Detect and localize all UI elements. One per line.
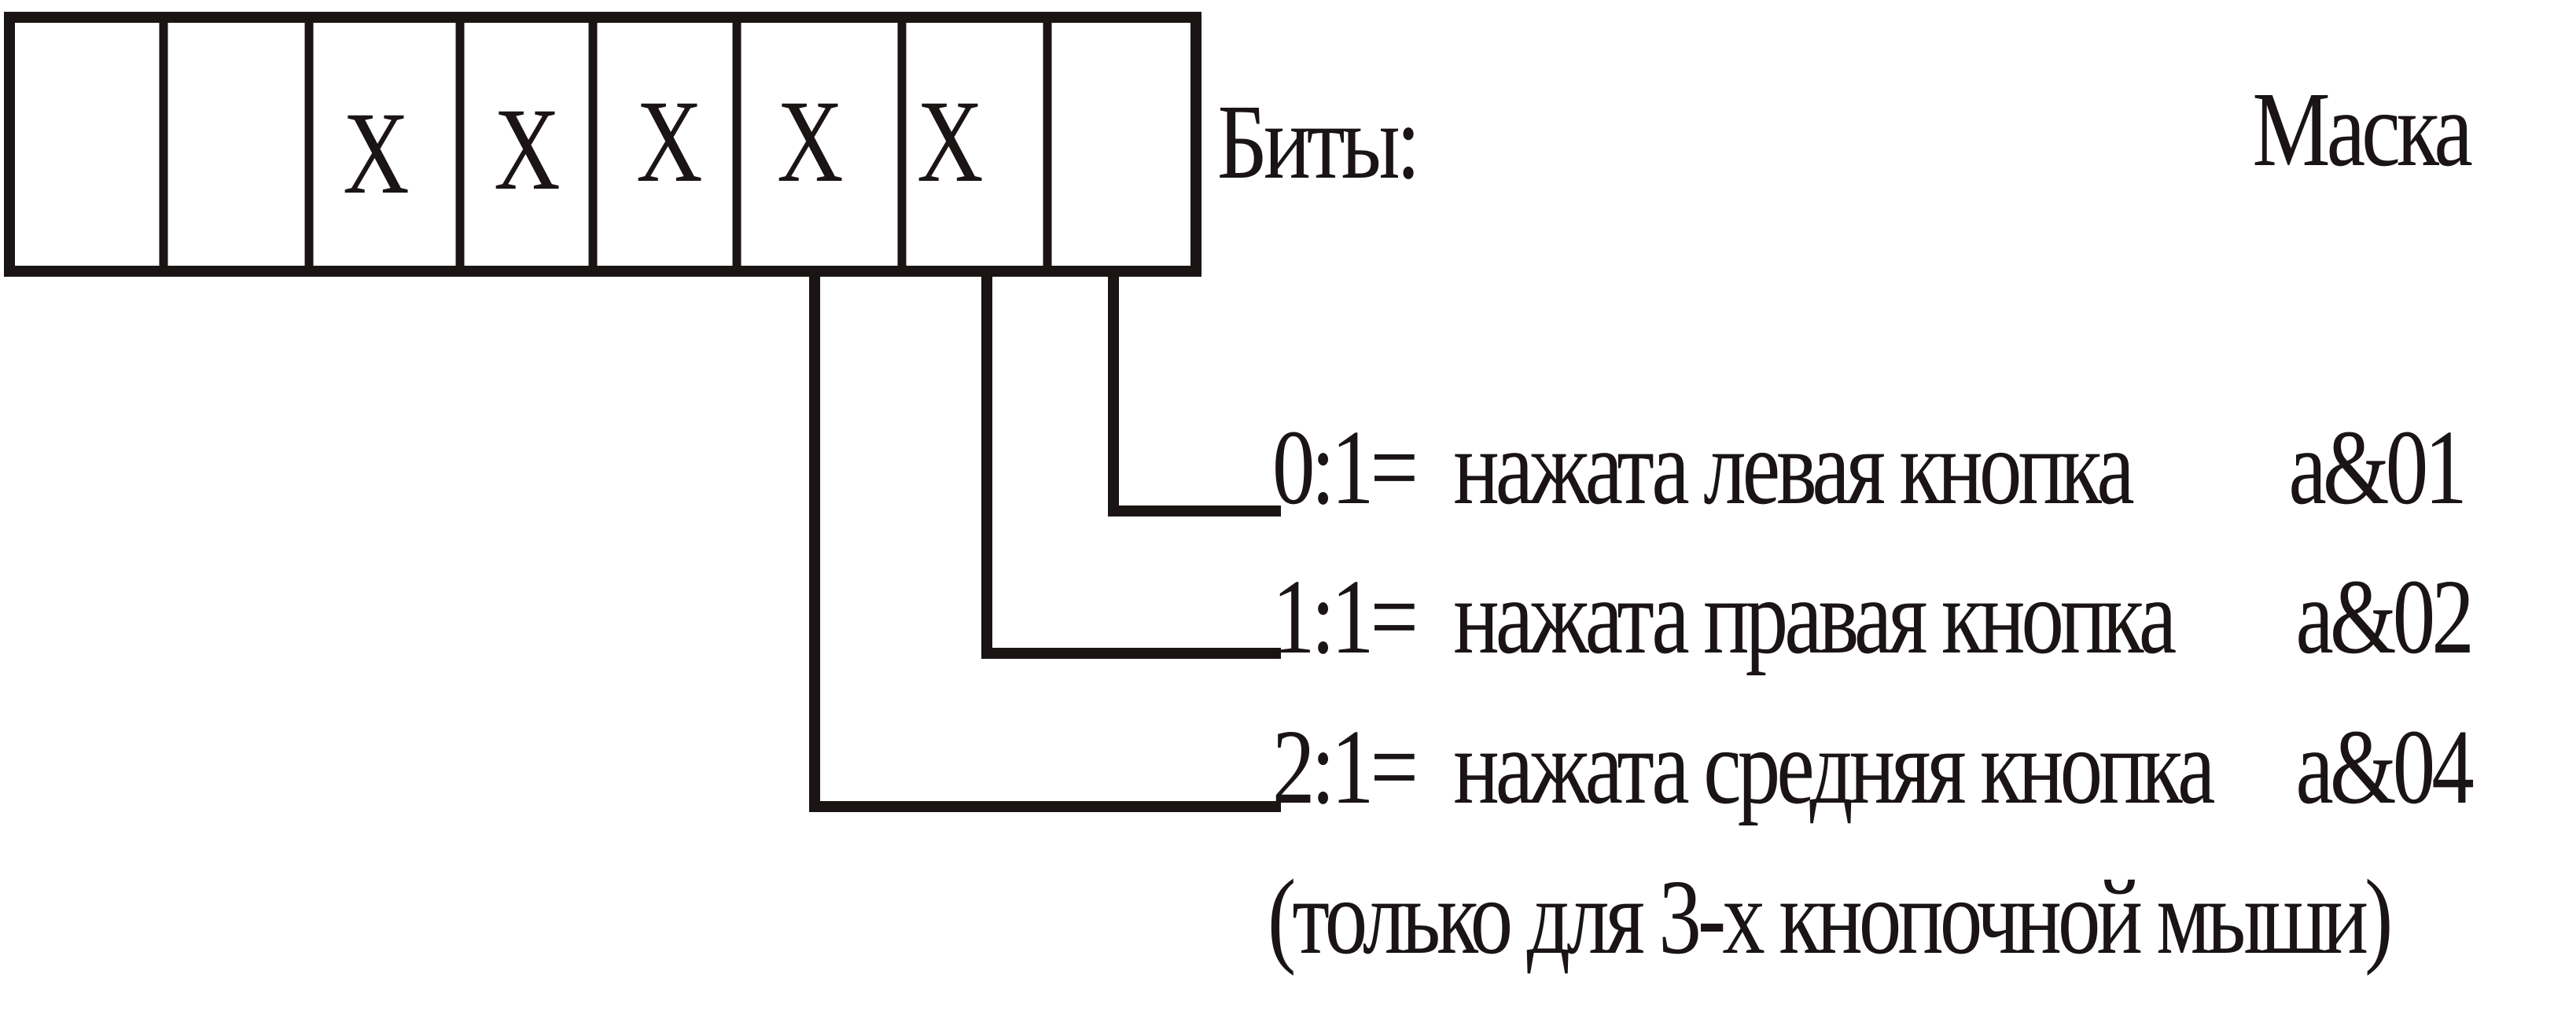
bit-register (4, 12, 1202, 277)
mask-header: Маска (2252, 70, 2471, 189)
bit-cell-6: X (494, 84, 560, 215)
bit-cell-4: X (777, 76, 843, 207)
legend-row-1: 1:1= нажата правая кнопка (1272, 557, 2180, 676)
leader-line-bit-1 (981, 271, 1281, 659)
legend-description-1: нажата правая кнопка (1453, 557, 2175, 676)
legend-mask-2: a&04 (2295, 708, 2473, 826)
register-frame (4, 12, 1202, 277)
bit-cells: X X X X X (343, 76, 983, 219)
bit-cell-7: X (343, 88, 409, 219)
legend-description-0: нажата левая кнопка (1453, 408, 2133, 527)
legend-mask-1: a&02 (2295, 557, 2471, 676)
legend-row-2: 2:1= нажата средняя кнопка (1272, 708, 2218, 826)
legend-description-2: нажата средняя кнопка (1453, 708, 2214, 826)
legend-footnote: (только для 3-х кнопочной мыши) (1268, 858, 2390, 976)
legend-row-0: 0:1= нажата левая кнопка (1272, 408, 2137, 527)
legend-mask-0: a&01 (2288, 408, 2464, 527)
leader-lines (809, 271, 1281, 812)
leader-line-bit-0 (1108, 271, 1281, 516)
legend-bit-1: 1:1= (1272, 557, 1415, 676)
legend-bit-0: 0:1= (1272, 408, 1415, 527)
leader-line-bit-2 (809, 271, 1281, 812)
legend-bit-2: 2:1= (1272, 708, 1415, 826)
legend: 0:1= нажата левая кнопка a&01 1:1= нажат… (1268, 408, 2477, 976)
bit-cell-3: X (917, 76, 983, 207)
bit-cell-5: X (636, 76, 702, 207)
bits-label: Биты: (1217, 83, 1417, 201)
